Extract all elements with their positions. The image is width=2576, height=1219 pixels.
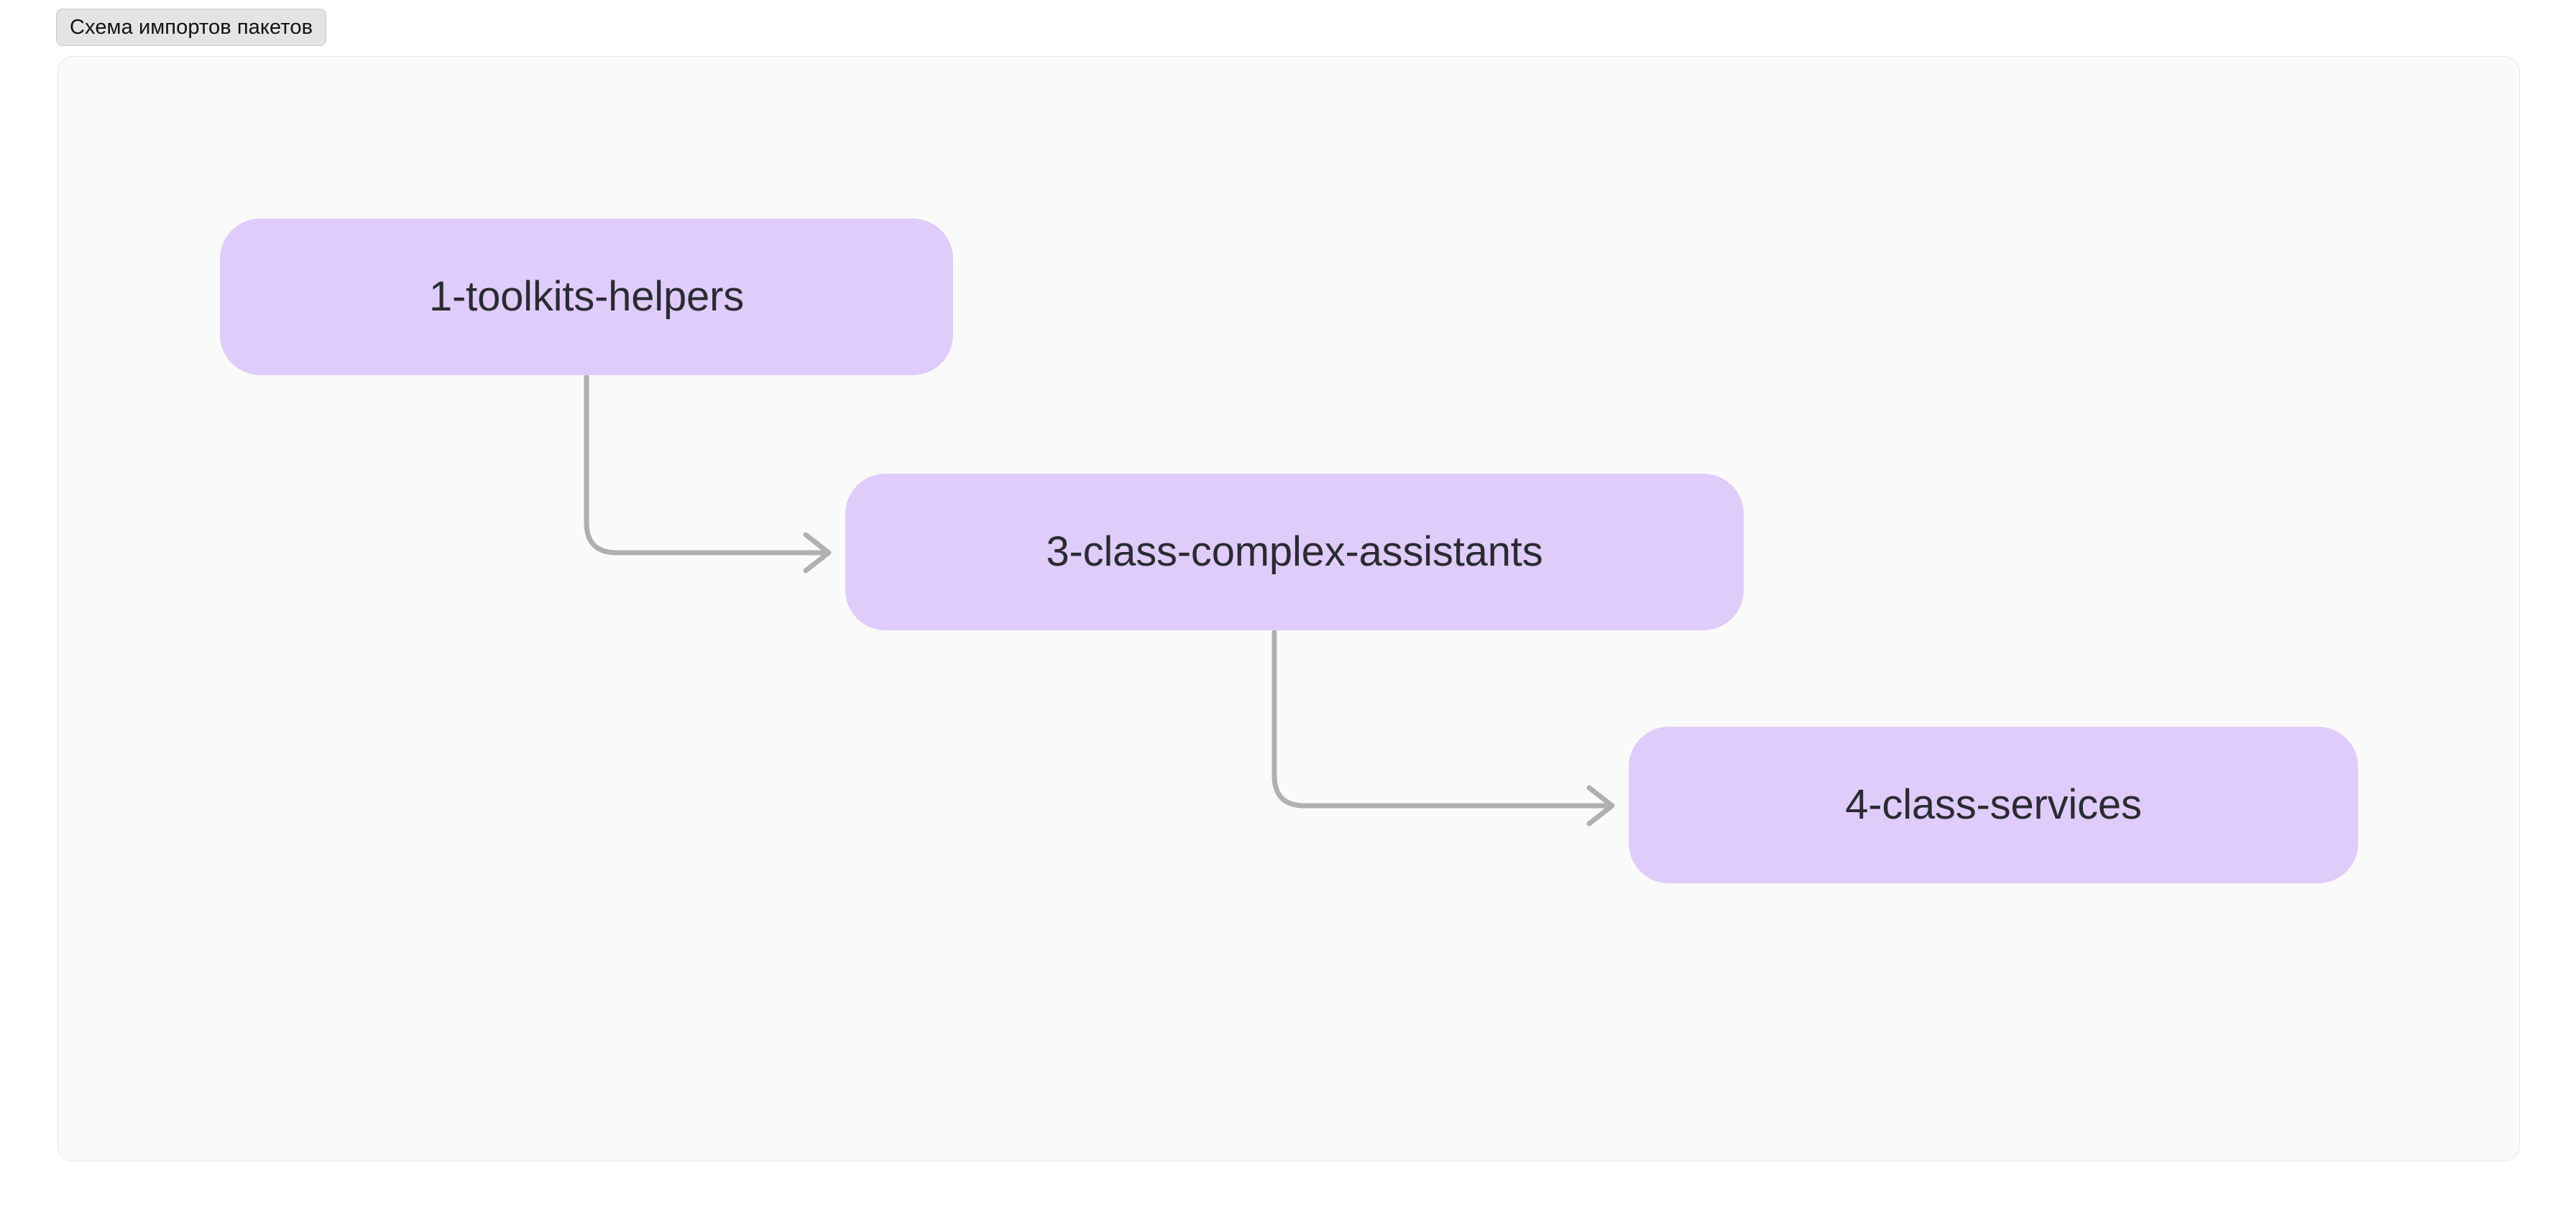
flow-node-label: 4-class-services <box>1845 781 2142 829</box>
edge-n1-to-n3 <box>584 374 832 574</box>
flow-node-label: 3-class-complex-assistants <box>1046 528 1543 576</box>
diagram-canvas[interactable]: 1-toolkits-helpers 3-class-complex-assis… <box>58 57 2519 1161</box>
flow-node-1-toolkits-helpers[interactable]: 1-toolkits-helpers <box>220 218 953 375</box>
flow-node-3-class-complex-assistants[interactable]: 3-class-complex-assistants <box>845 474 1744 630</box>
edge-n3-to-n4 <box>1271 629 1615 827</box>
diagram-tab[interactable]: Схема импортов пакетов <box>56 9 327 46</box>
diagram-panel: 1-toolkits-helpers 3-class-complex-assis… <box>58 56 2520 1162</box>
arrowhead-icon <box>803 532 832 574</box>
flow-node-label: 1-toolkits-helpers <box>428 273 745 321</box>
flow-node-4-class-services[interactable]: 4-class-services <box>1629 727 2358 883</box>
diagram-tab-label: Схема импортов пакетов <box>70 15 313 39</box>
arrowhead-icon <box>1586 785 1615 827</box>
